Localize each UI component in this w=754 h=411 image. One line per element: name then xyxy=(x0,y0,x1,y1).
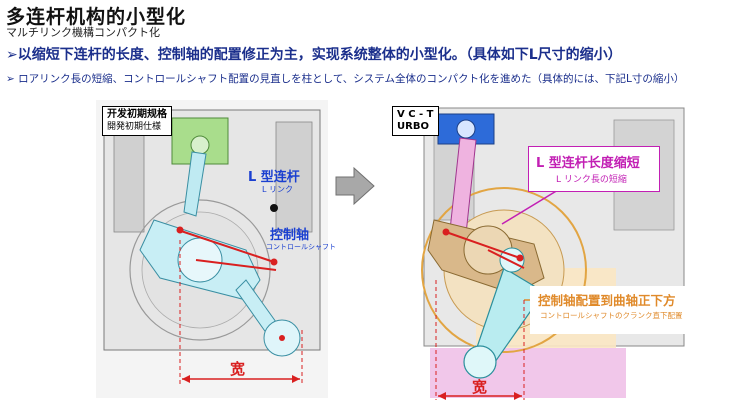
summary-bullet-chinese: ➢以缩短下连杆的长度、控制轴的配置修正为主，实现系统整体的小型化。（具体如下L尺… xyxy=(6,47,622,63)
left-width-label: 宽 xyxy=(230,360,246,378)
right-width-label: 宽 xyxy=(472,378,488,396)
initial-spec-tag-cn: 开发初期规格 xyxy=(107,109,167,120)
right-lower-link-label-jp: L リンク長の短縮 xyxy=(556,175,627,185)
vc-turbo-tag-line2: URBO xyxy=(397,121,429,132)
control-shaft-callout-box xyxy=(530,286,706,334)
summary-bullet-japanese: ➢ ロアリンク長の短縮、コントロールシャフト配置の見直しを柱として、システム全体… xyxy=(6,73,685,85)
left-lower-link-label-jp: L リンク xyxy=(262,185,293,194)
left-engine-diagram: 开发初期规格 開発初期仕様 L 型连杆 L リンク 控制轴 コントロールシャフト… xyxy=(96,100,336,398)
left-control-shaft-label: 控制轴 xyxy=(270,228,310,243)
left-lower-link-label: L 型连杆 xyxy=(248,170,300,185)
right-arrow-icon xyxy=(335,166,375,206)
initial-spec-tag: 开发初期规格 開発初期仕様 xyxy=(102,106,172,136)
page-title: 多连杆机构的小型化 xyxy=(6,6,187,28)
right-control-shaft-label: 控制轴配置到曲轴正下方 xyxy=(538,293,676,308)
left-engine-drawing xyxy=(96,100,328,398)
right-engine-diagram: V C - T URBO L 型连杆长度缩短 L リンク長の短縮 控制轴配置到曲… xyxy=(384,100,714,406)
right-control-shaft-label-jp: コントロールシャフトのクランク直下配置 xyxy=(540,311,683,320)
initial-spec-tag-jp: 開発初期仕様 xyxy=(107,122,162,132)
vc-turbo-tag-line1: V C - T xyxy=(397,109,434,120)
right-lower-link-label: L 型连杆长度缩短 xyxy=(536,156,640,171)
left-control-shaft-label-jp: コントロールシャフト xyxy=(266,243,336,251)
page-subtitle: マルチリンク機構コンパクト化 xyxy=(6,26,160,39)
vc-turbo-tag: V C - T URBO xyxy=(392,106,439,136)
lower-link-callout-box xyxy=(528,146,660,192)
